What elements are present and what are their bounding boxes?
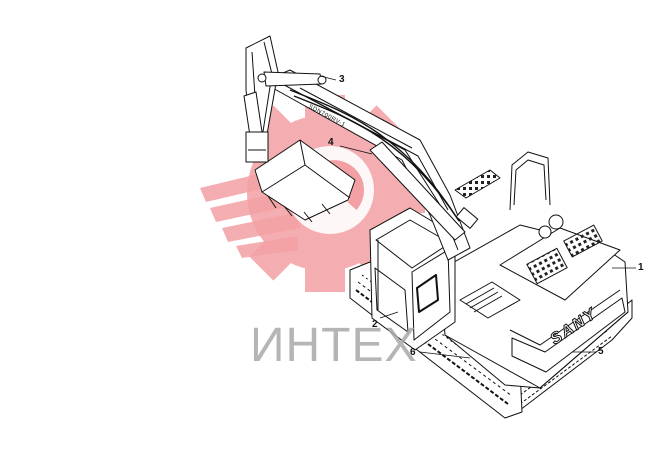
callout-6: 6 bbox=[410, 347, 416, 358]
callout-4: 4 bbox=[328, 137, 334, 148]
upper-structure bbox=[439, 151, 629, 389]
callout-2: 2 bbox=[372, 319, 378, 330]
boom bbox=[261, 69, 479, 261]
leader-lines bbox=[319, 75, 636, 359]
watermark-text: ИНТЕХ bbox=[250, 319, 418, 372]
bucket bbox=[245, 131, 356, 223]
callout-5: 5 bbox=[598, 346, 604, 357]
callout-3: 3 bbox=[339, 74, 345, 85]
callout-1: 1 bbox=[638, 262, 644, 273]
excavator-outline bbox=[243, 35, 633, 419]
